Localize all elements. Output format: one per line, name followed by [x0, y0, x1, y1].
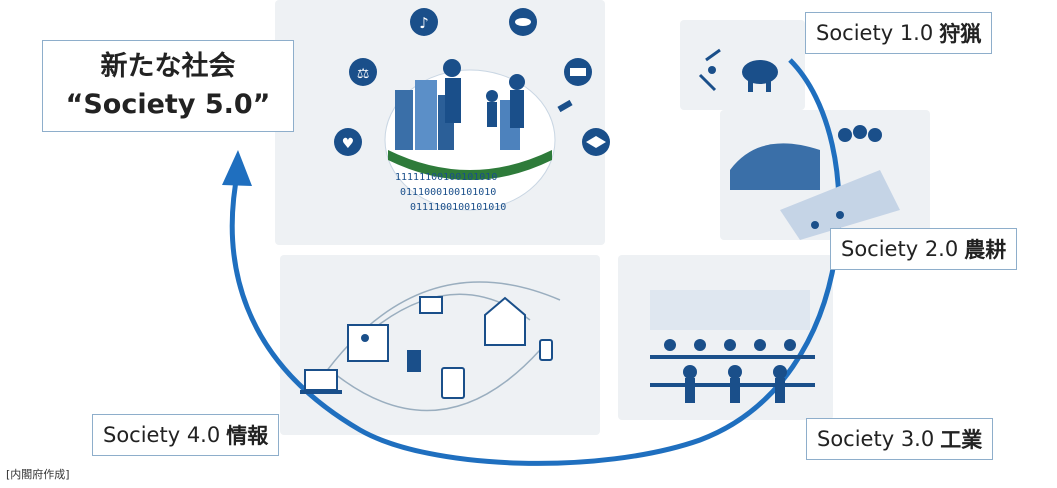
coins-icon	[509, 8, 537, 36]
satellite-icon	[557, 99, 573, 113]
tablet-icon	[441, 367, 465, 399]
source-caption: [内閣府作成]	[6, 468, 70, 481]
laptop-icon	[300, 369, 342, 394]
society-4-label: Society 4.0 情報	[92, 414, 280, 456]
society-1-era: 狩猟	[939, 22, 982, 46]
society-3-panel	[618, 255, 833, 420]
scales-icon: ⚖	[349, 58, 377, 86]
society-2-name: Society 2.0	[841, 237, 959, 261]
graduation-cap-icon	[582, 128, 610, 156]
home-office-icon	[484, 296, 526, 346]
cycle-arrowhead	[222, 150, 252, 186]
society-3-illustration	[650, 290, 815, 403]
svg-text:⚖: ⚖	[357, 66, 370, 82]
monitor-icon	[419, 296, 443, 314]
svg-text:♥: ♥	[342, 136, 355, 152]
society-1-label: Society 1.0 狩猟	[805, 12, 993, 54]
society-1-panel	[680, 20, 805, 110]
phone-icon	[539, 339, 553, 361]
society-2-label: Society 2.0 農耕	[830, 228, 1018, 270]
society-5-label: 新たな社会 “Society 5.0”	[42, 40, 294, 132]
society-5-title: 新たな社会	[100, 51, 236, 82]
heart-icon: ♥	[334, 128, 362, 156]
society-3-name: Society 3.0	[817, 427, 935, 451]
svg-text:♪: ♪	[419, 14, 429, 32]
society-4-era: 情報	[226, 424, 269, 448]
svg-text:0111000100101010: 0111000100101010	[400, 187, 496, 198]
binary-text: 11111100100101010 0111000100101010 01111…	[395, 172, 506, 213]
society-3-era: 工業	[940, 428, 983, 452]
society-4-name: Society 4.0	[103, 423, 221, 447]
computer-user-icon	[347, 324, 389, 362]
society-5-name: “Society 5.0”	[65, 89, 271, 120]
society-1-illustration	[698, 48, 778, 92]
society-1-name: Society 1.0	[816, 21, 934, 45]
society-5-globe	[384, 59, 556, 211]
society-3-label: Society 3.0 工業	[806, 418, 994, 460]
svg-text:0111100100101010: 0111100100101010	[410, 202, 506, 213]
server-icon	[407, 350, 421, 372]
society-2-illustration	[730, 125, 900, 240]
music-icon: ♪	[410, 8, 438, 36]
svg-text:11111100100101010: 11111100100101010	[395, 172, 497, 183]
factory-icon	[564, 58, 592, 86]
society-2-era: 農耕	[964, 238, 1007, 262]
